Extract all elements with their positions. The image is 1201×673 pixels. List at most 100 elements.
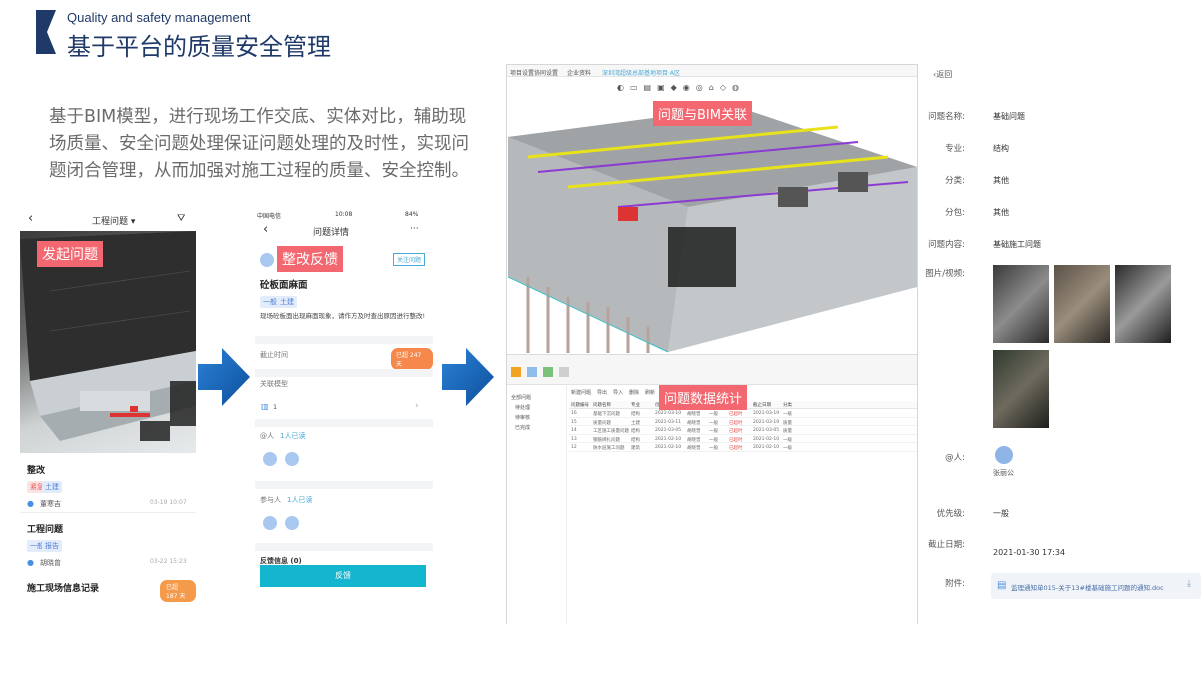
- priority-value: 一般: [993, 509, 1009, 518]
- column-header[interactable]: 分类: [783, 403, 792, 408]
- divider: [20, 512, 196, 513]
- tab-project-settings[interactable]: 项目设置: [510, 70, 535, 77]
- issue-table-window: 全部问题 待处理 待审核 已完成 新建问题 导出 导入 删除 刷新 问题编号问题…: [507, 354, 917, 624]
- table-cell: 质量问题: [593, 420, 611, 426]
- deadline-value: 2021-01-30 17:34: [993, 548, 1066, 557]
- ribbon-icon[interactable]: [559, 367, 569, 377]
- tree-item[interactable]: 待处理: [515, 405, 531, 411]
- chevron-right-icon[interactable]: ›: [415, 401, 419, 411]
- import-button[interactable]: 导入: [613, 390, 624, 396]
- more-icon[interactable]: ···: [410, 224, 419, 234]
- callout-initiate-issue: 发起问题: [37, 241, 103, 267]
- ribbon-icon[interactable]: [527, 367, 537, 377]
- model-value[interactable]: 1: [273, 403, 278, 411]
- issue-item-title[interactable]: 工程问题: [27, 525, 64, 535]
- ribbon-icon[interactable]: [511, 367, 521, 377]
- photo-thumbnail[interactable]: [993, 265, 1049, 343]
- table-cell: 胡晓曾: [687, 437, 701, 443]
- column-header[interactable]: 截止日期: [753, 403, 771, 408]
- back-label: 返回: [936, 70, 953, 79]
- avatar: [263, 452, 277, 466]
- field-label: 问题内容:: [928, 240, 965, 250]
- table-cell: 一级: [783, 437, 792, 443]
- download-icon[interactable]: ⤓: [1187, 579, 1191, 589]
- bim-model-viewport[interactable]: [508, 97, 917, 353]
- issue-item-title[interactable]: 整改: [27, 466, 46, 476]
- tree-item[interactable]: 全部问题: [511, 395, 532, 401]
- new-issue-button[interactable]: 新建问题: [571, 390, 592, 396]
- phone1-header[interactable]: 工程问题 ▾: [92, 217, 136, 227]
- phone-issue-list: ‹ 工程问题 ▾ ⛛ 发起问题 整改 紧急 土建 ● 董寒吉 03-19 10:…: [20, 209, 196, 602]
- avatar: [263, 516, 277, 530]
- follow-button[interactable]: 关注问题: [393, 253, 426, 266]
- participants-read: 1人已读: [287, 496, 313, 504]
- table-cell: 2021-03-10: [655, 411, 682, 416]
- section-gap: [255, 369, 433, 377]
- table-cell: 质量: [783, 429, 792, 434]
- export-button[interactable]: 导出: [597, 390, 608, 396]
- attachment-label: 附件:: [945, 579, 965, 589]
- tree-item[interactable]: 已完成: [515, 425, 531, 431]
- participants-label: 参与人: [260, 496, 281, 504]
- table-cell: 2021-03-05: [753, 428, 780, 433]
- bim-model-view[interactable]: [20, 231, 196, 453]
- deadline-label: 截止日期:: [928, 540, 965, 550]
- model-toolbar[interactable]: ◐▭▤▣◆◉◎⌂◇◍: [617, 83, 745, 92]
- section-gap: [255, 481, 433, 489]
- photo-thumbnail[interactable]: [1054, 265, 1110, 343]
- tree-item[interactable]: 待审核: [515, 415, 531, 421]
- issue-time: 03-22 15:23: [150, 558, 187, 565]
- column-header[interactable]: 问题名称: [593, 403, 611, 408]
- tree-sidebar: 全部问题 待处理 待审核 已完成: [507, 386, 567, 624]
- user-icon: ●: [27, 558, 34, 567]
- column-header[interactable]: 问题编号: [571, 403, 589, 408]
- back-icon[interactable]: ‹: [28, 211, 34, 226]
- status-carrier: 中国电信: [257, 213, 282, 220]
- table-cell: 已超时: [729, 429, 743, 434]
- table-cell: 2021-03-11: [655, 419, 682, 425]
- at-label: @人:: [945, 453, 965, 463]
- back-icon[interactable]: ‹: [263, 222, 269, 237]
- photo-thumbnail[interactable]: [993, 350, 1049, 428]
- photo-thumbnail[interactable]: [1115, 265, 1171, 343]
- delete-button[interactable]: 删除: [629, 390, 640, 396]
- column-header[interactable]: 专业: [631, 403, 640, 408]
- back-link[interactable]: ‹返回: [933, 70, 953, 79]
- tab-collab-settings[interactable]: 协同设置: [534, 70, 559, 77]
- issue-detail-panel: ‹返回 问题名称: 基础问题 专业: 结构 分类: 其他 分包: 其他 问题内容…: [925, 60, 1201, 625]
- tab-project[interactable]: 深圳湾超级总部基地项目·A区: [602, 70, 681, 77]
- issue-description: 现场砼板面出现麻面现象，请作方及时查出原因进行整改!: [260, 312, 426, 320]
- issue-item-title[interactable]: 施工现场信息记录: [27, 584, 100, 594]
- ribbon-icon[interactable]: [543, 367, 553, 377]
- field-label: 分类:: [945, 176, 965, 186]
- issue-person: 董寒吉: [40, 500, 61, 508]
- field-label: 分包:: [945, 208, 965, 218]
- avatar: [285, 452, 299, 466]
- table-cell: 16: [571, 411, 577, 416]
- field-value: 基础施工问题: [993, 240, 1041, 249]
- filter-icon[interactable]: ⛛: [177, 213, 186, 224]
- tab-company-docs[interactable]: 企业资料: [567, 70, 592, 77]
- model-label: 关联模型: [260, 380, 288, 388]
- section-gap: [255, 336, 433, 344]
- table-cell: 结构: [631, 437, 640, 443]
- refresh-button[interactable]: 刷新: [645, 390, 656, 396]
- callout-feedback: 整改反馈: [277, 246, 343, 272]
- table-cell: 12: [571, 445, 577, 450]
- desktop-app: 项目设置 协同设置 企业资料 深圳湾超级总部基地项目·A区 ◐▭▤▣◆◉◎⌂◇◍: [506, 64, 918, 624]
- priority-tag: 一般: [260, 296, 280, 308]
- section-gap: [255, 419, 433, 427]
- discipline-tag: 土建: [42, 481, 62, 493]
- feedback-button[interactable]: 反馈: [260, 565, 426, 587]
- discipline-tag: 报告: [42, 540, 62, 552]
- attachment-item[interactable]: [991, 573, 1201, 599]
- field-label: 问题名称:: [928, 112, 965, 122]
- table-cell: 基础下沉问题: [593, 412, 620, 417]
- table-cell: 胡晓曾: [687, 446, 701, 451]
- at-label: @人: [260, 432, 274, 440]
